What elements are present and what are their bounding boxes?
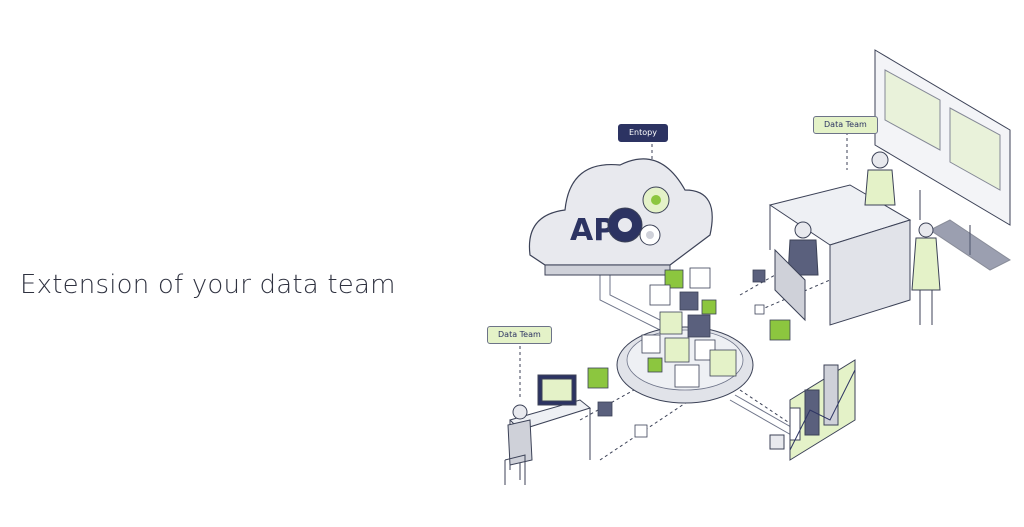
left-workstation: [504, 374, 592, 485]
isometric-illustration: API: [470, 40, 1020, 520]
data-team-tag-top: Data Team: [813, 116, 878, 134]
illustration-drawing: API: [504, 49, 1011, 485]
gear-icon: [607, 186, 670, 246]
hero-headline: Extension of your data team: [20, 270, 396, 300]
data-team-tag-left: Data Team: [487, 326, 552, 344]
entropy-tag: Entopy: [618, 124, 668, 142]
data-cubes: [587, 267, 791, 438]
right-office: [768, 49, 1011, 326]
bar-chart-graphic: [769, 359, 856, 461]
